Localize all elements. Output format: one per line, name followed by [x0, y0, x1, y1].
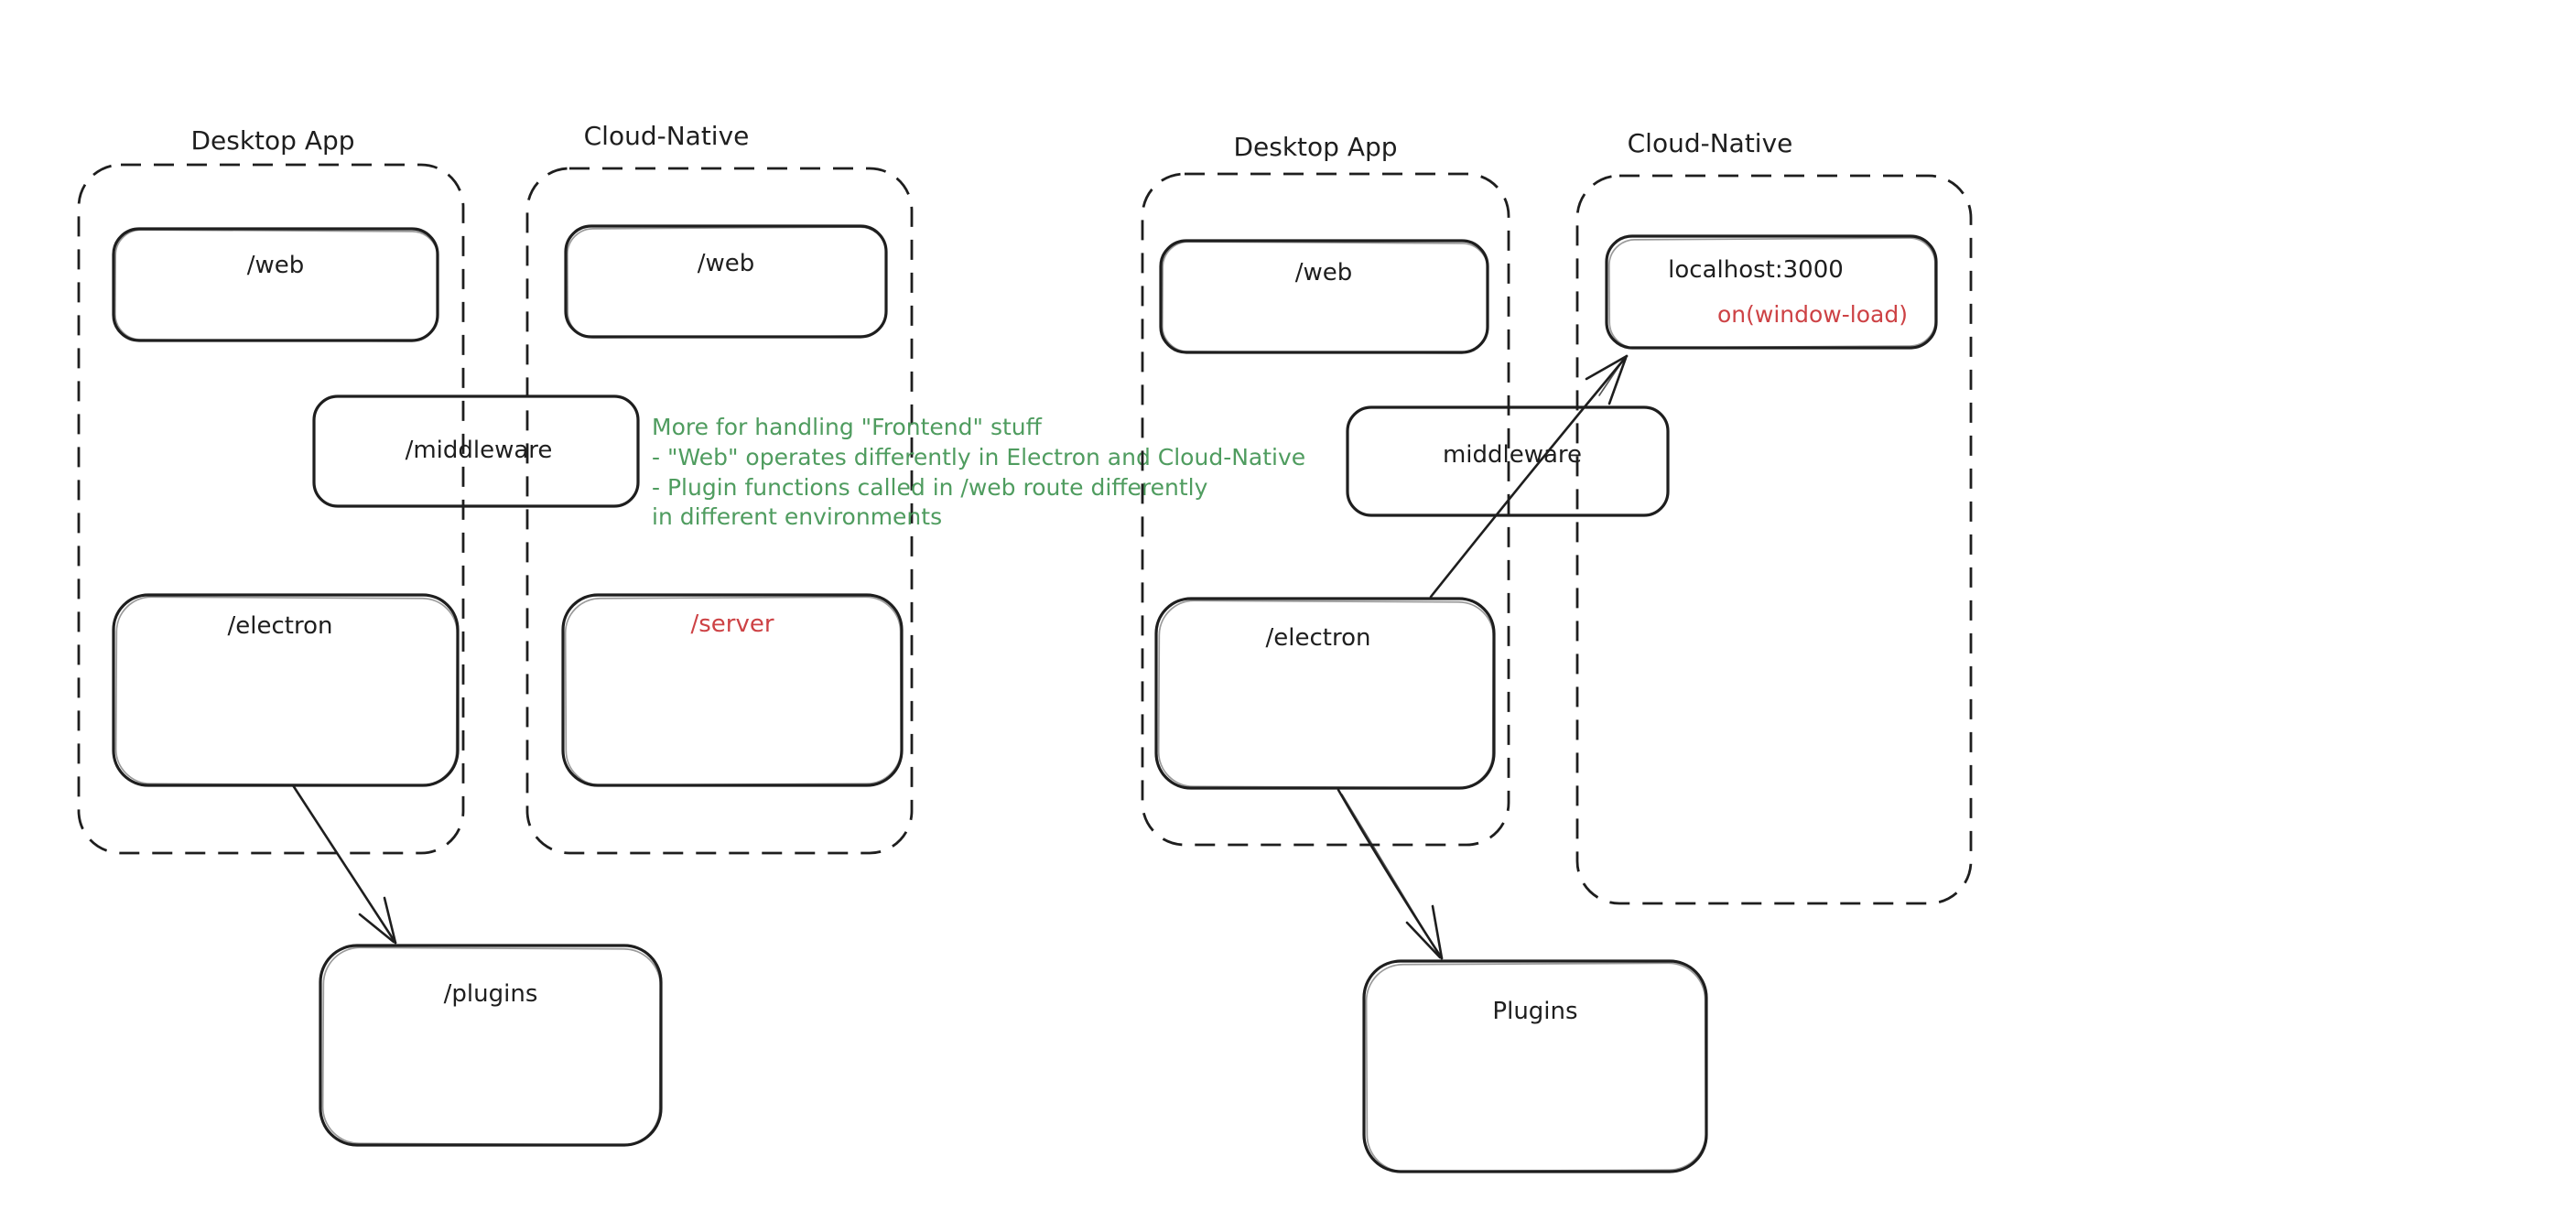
- green-note-line-3: - Plugin functions called in /web route …: [652, 474, 1208, 501]
- left-server-box-sketch: [564, 596, 903, 786]
- left-desktop-app-container: [77, 163, 465, 855]
- right-desktop-app-container: [1141, 172, 1510, 847]
- left-desktop-web-box: [112, 227, 439, 342]
- right-arrowhead-stroke-2: [1405, 921, 1442, 959]
- right-diagram: Desktop App Cloud-Native /web localhost:…: [1141, 128, 1973, 1173]
- localhost-arrowhead-stroke-2: [1607, 356, 1628, 405]
- left-green-note: More for handling "Frontend" stuff - "We…: [652, 414, 1305, 530]
- green-note-line-2: - "Web" operates differently in Electron…: [652, 444, 1305, 470]
- right-middleware-box: [1346, 405, 1670, 517]
- right-plugins-box-sketch: [1365, 962, 1707, 1173]
- left-middleware-label: /middleware: [406, 437, 553, 464]
- right-electron-box: [1154, 597, 1496, 790]
- left-cloud-web-box: [564, 224, 888, 339]
- left-plugins-label: /plugins: [444, 980, 538, 1008]
- left-cloud-native-label: Cloud-Native: [584, 121, 750, 151]
- right-electron-box-sketch: [1157, 600, 1495, 789]
- left-cloud-native-container: [525, 167, 914, 855]
- green-note-line-4: in different environments: [652, 503, 942, 530]
- left-arrowhead-stroke-2: [358, 913, 395, 944]
- right-cloud-native-container: [1575, 174, 1973, 905]
- right-arrowhead-stroke-1: [1431, 904, 1444, 960]
- right-electron-label: /electron: [1266, 624, 1371, 652]
- right-plugins-label: Plugins: [1492, 998, 1577, 1025]
- left-diagram: Desktop App Cloud-Native /web /web /midd…: [77, 121, 1305, 1147]
- left-middleware-box: [312, 394, 640, 508]
- localhost-arrowhead-stray: [1598, 363, 1621, 396]
- right-desktop-web-label: /web: [1295, 259, 1353, 286]
- right-middleware-label: middleware: [1443, 441, 1582, 469]
- left-cloud-web-box-sketch: [566, 226, 888, 339]
- left-server-label: /server: [690, 611, 774, 638]
- localhost-arrowhead-stroke-1: [1585, 354, 1629, 381]
- left-cloud-web-label: /web: [698, 250, 755, 277]
- right-desktop-app-label: Desktop App: [1233, 132, 1397, 162]
- left-electron-label: /electron: [228, 612, 333, 640]
- left-desktop-web-box-sketch: [114, 229, 439, 342]
- right-desktop-web-box: [1159, 239, 1489, 354]
- left-desktop-web-label: /web: [247, 252, 305, 279]
- on-window-load-label: on(window-load): [1717, 301, 1908, 328]
- left-electron-to-plugins-arrow: [291, 784, 397, 945]
- right-plugins-box: [1362, 959, 1708, 1173]
- left-arrowhead-stroke-1: [383, 896, 397, 945]
- green-note-line-1: More for handling "Frontend" stuff: [652, 414, 1043, 440]
- right-electron-to-plugins-arrow-double: [1341, 794, 1438, 953]
- localhost-3000-label: localhost:3000: [1668, 256, 1844, 284]
- left-electron-box: [112, 593, 460, 787]
- left-electron-box-sketch: [114, 596, 459, 786]
- left-server-box: [561, 593, 904, 787]
- left-desktop-app-label: Desktop App: [190, 125, 354, 156]
- right-desktop-web-box-sketch: [1161, 241, 1489, 354]
- left-plugins-box-sketch: [321, 946, 662, 1146]
- electron-to-localhost-arrow: [1429, 354, 1629, 599]
- right-cloud-native-label: Cloud-Native: [1628, 128, 1793, 158]
- left-plugins-box: [319, 944, 663, 1147]
- localhost-3000-box: [1605, 234, 1938, 350]
- localhost-3000-box-sketch: [1607, 237, 1937, 349]
